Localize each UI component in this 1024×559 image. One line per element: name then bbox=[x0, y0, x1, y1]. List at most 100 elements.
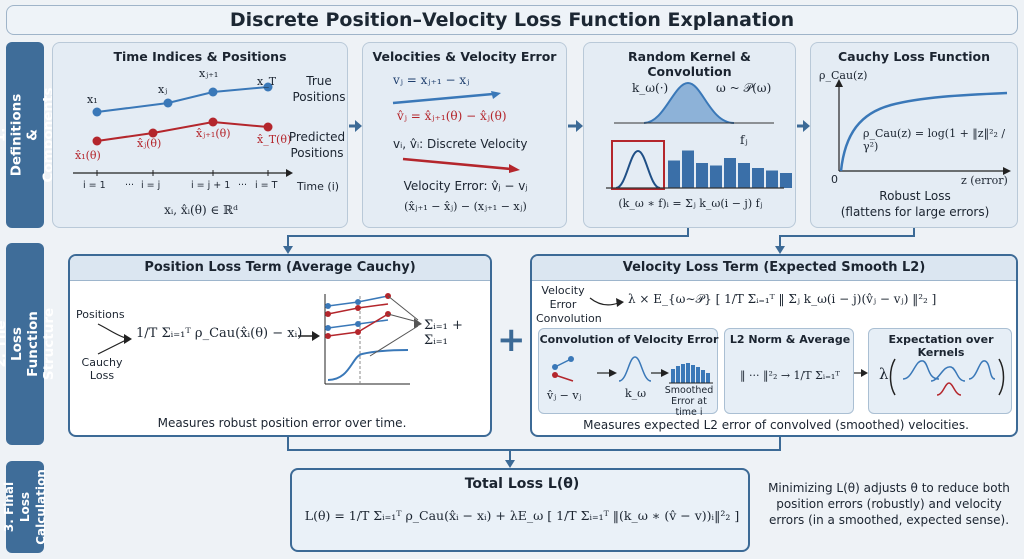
legend-predicted: Predicted Positions bbox=[288, 130, 346, 160]
velocity-error-arrow-icon bbox=[402, 157, 520, 173]
signal-bar bbox=[696, 163, 708, 188]
sum-symbols: Σᵢ₌₁ + Σᵢ₌₁ bbox=[424, 318, 463, 348]
cauchy-caption-sub: (flattens for large errors) bbox=[840, 205, 990, 219]
velocity-conv-label: Velocity Error Convolution bbox=[536, 284, 602, 325]
velocity-hat-formula: v̂ⱼ = x̂ⱼ₊₁(θ) − x̂ⱼ(θ) bbox=[397, 109, 507, 123]
label-xhatT: x̂_T(θ) bbox=[257, 133, 292, 146]
cauchy-plot bbox=[835, 79, 1011, 175]
discrete-velocity-label: vᵢ, v̂ᵢ: Discrete Velocity bbox=[393, 137, 528, 151]
pred-point-T bbox=[263, 122, 273, 132]
cauchy-formula: ρ_Cau(z) = log(1 + ‖z‖²₂ / γ²) bbox=[863, 127, 1006, 153]
velocity-arrow-icon bbox=[392, 91, 501, 105]
panel-title: Velocities & Velocity Error bbox=[372, 49, 557, 64]
sub-l2-norm: L2 Norm & Average ‖ ··· ‖²₂ → 1/T Σᵢ₌₁ᵀ bbox=[724, 328, 854, 414]
velocity-loss-term: Velocity Loss Term (Expected Smooth L2) … bbox=[530, 254, 1018, 437]
section-label-definitions: 1. Definitions & Components bbox=[0, 42, 57, 228]
velocity-loss-title: Velocity Loss Term (Expected Smooth L2) bbox=[532, 256, 1016, 281]
arrow-right-icon bbox=[797, 120, 810, 132]
lambda-symbol: λ bbox=[879, 365, 889, 383]
label-xhat1: x̂₁(θ) bbox=[75, 149, 101, 162]
true-point-1 bbox=[92, 107, 102, 117]
origin-label: 0 bbox=[831, 173, 838, 186]
arrow-right-icon bbox=[349, 120, 362, 132]
panel-velocities: Velocities & Velocity Error vⱼ = xⱼ₊₁ − … bbox=[362, 42, 567, 228]
sub-expectation: Expectation over Kernels λ bbox=[868, 328, 1012, 414]
panel-title: Cauchy Loss Function bbox=[838, 49, 990, 64]
signal-bar bbox=[752, 168, 764, 188]
velocity-loss-caption: Measures expected L2 error of convolved … bbox=[583, 418, 969, 432]
panel-title: Time Indices & Positions bbox=[113, 49, 287, 64]
label-xj: xⱼ bbox=[158, 83, 168, 96]
cauchy-y-label: ρ_Cau(z) bbox=[819, 69, 868, 82]
true-point-T bbox=[263, 82, 273, 92]
panel-title: Random Kernel & Convolution bbox=[628, 49, 751, 79]
kernel-ensemble-plot bbox=[889, 358, 1005, 396]
panel-cauchy: Cauchy Loss Function ρ_Cau(z) ρ_Cau(z) =… bbox=[810, 42, 1018, 228]
pred-point-j1 bbox=[208, 117, 218, 127]
position-loss-term: Position Loss Term (Average Cauchy) Posi… bbox=[68, 254, 492, 437]
signal-bar bbox=[766, 170, 778, 188]
kernel-window bbox=[611, 140, 665, 190]
position-loss-caption: Measures robust position error over time… bbox=[157, 416, 407, 430]
kernel-symbol: k_ω bbox=[625, 387, 647, 400]
label-xhatj1: x̂ⱼ₊₁(θ) bbox=[196, 127, 231, 140]
cauchy-x-label: z (error) bbox=[961, 174, 1008, 187]
signal-label: fⱼ bbox=[740, 133, 748, 147]
label-xT: x_T bbox=[257, 75, 277, 88]
total-loss-formula: L(θ) = 1/T Σᵢ₌₁ᵀ ρ_Cau(x̂ᵢ − xᵢ) + λE_ω … bbox=[304, 508, 740, 523]
arrow-right-icon bbox=[589, 297, 624, 307]
velocity-error-expr: (x̂ⱼ₊₁ − x̂ⱼ) − (xⱼ₊₁ − xⱼ) bbox=[404, 200, 527, 213]
l2-formula: ‖ ··· ‖²₂ → 1/T Σᵢ₌₁ᵀ bbox=[740, 369, 840, 382]
minimization-note: Minimizing L(θ) adjusts θ to reduce both… bbox=[768, 481, 1010, 527]
panel-random-kernel: Random Kernel & Convolution k_ω(·) ω ~ 𝒫… bbox=[583, 42, 796, 228]
velocity-error-symbol: v̂ⱼ − vⱼ bbox=[547, 389, 582, 402]
velocity-loss-formula: λ × E_{ω∼𝒫} [ 1/T Σᵢ₌₁ᵀ ‖ Σⱼ k_ω(i − j)(… bbox=[628, 292, 937, 306]
position-loss-title: Position Loss Term (Average Cauchy) bbox=[70, 256, 490, 281]
sub-title: L2 Norm & Average bbox=[729, 333, 851, 346]
position-loss-formula: 1/T Σᵢ₌₁ᵀ ρ_Cau(x̂ᵢ(θ) − xᵢ) bbox=[136, 326, 303, 341]
velocity-error-label: Velocity Error: v̂ⱼ − vⱼ bbox=[403, 179, 528, 193]
position-space-formula: xᵢ, x̂ᵢ(θ) ∈ ℝᵈ bbox=[164, 203, 238, 217]
positions-plot bbox=[73, 82, 293, 177]
plus-icon: + bbox=[497, 320, 526, 360]
kernel-label: k_ω(·) bbox=[632, 81, 669, 95]
omega-label: ω ~ 𝒫(ω) bbox=[716, 81, 772, 95]
total-loss-title: Total Loss L(θ) bbox=[464, 476, 580, 492]
cauchy-caption: Robust Loss bbox=[879, 189, 951, 203]
positions-label: Positions bbox=[76, 308, 125, 321]
position-flow bbox=[97, 293, 422, 385]
arrow-right-icon bbox=[568, 120, 583, 132]
signal-bar bbox=[682, 150, 694, 188]
signal-bar bbox=[780, 173, 792, 188]
smoothed-error-label: Smoothed Error at time i bbox=[664, 385, 714, 418]
signal-bar bbox=[738, 163, 750, 188]
panel-time-indices: Time Indices & Positions x₁ xⱼ xⱼ₊₁ x_T … bbox=[52, 42, 348, 228]
true-point-j bbox=[163, 98, 173, 108]
kernel-plot bbox=[606, 81, 792, 190]
velocity-formula: vⱼ = xⱼ₊₁ − xⱼ bbox=[393, 73, 470, 87]
pred-point-1 bbox=[92, 136, 102, 146]
section-label-final: 3. Final Loss Calculation bbox=[2, 461, 48, 553]
axis-label-time: Time (i) bbox=[297, 180, 340, 193]
section-label-structure: 2. The Loss Function Structure bbox=[0, 243, 57, 445]
pred-point-j bbox=[148, 128, 158, 138]
signal-bar bbox=[668, 160, 680, 188]
sub-convolution-plot bbox=[552, 356, 713, 384]
total-loss-box: Total Loss L(θ) L(θ) = 1/T Σᵢ₌₁ᵀ ρ_Cau(x… bbox=[290, 468, 750, 552]
label-xj1: xⱼ₊₁ bbox=[199, 67, 219, 80]
cauchy-loss-label: Cauchy Loss bbox=[81, 356, 123, 382]
convolution-formula: (k_ω ∗ f)ᵢ = Σⱼ k_ω(i − j) fⱼ bbox=[618, 197, 763, 210]
label-xhatj: x̂ⱼ(θ) bbox=[137, 137, 162, 150]
arrow-right-icon bbox=[854, 369, 868, 377]
legend-true: True Positions bbox=[292, 74, 346, 104]
label-x1: x₁ bbox=[87, 93, 98, 106]
sub-convolution: Convolution of Velocity Error v̂ⱼ − vⱼ k… bbox=[538, 328, 719, 418]
sub-title: Convolution of Velocity Error bbox=[539, 333, 719, 346]
signal-bars bbox=[668, 150, 792, 188]
signal-bar bbox=[724, 158, 736, 188]
signal-bar bbox=[710, 165, 722, 188]
sub-title: Expectation over Kernels bbox=[888, 333, 994, 359]
true-point-j1 bbox=[208, 87, 218, 97]
page-title: Discrete Position–Velocity Loss Function… bbox=[6, 5, 1018, 35]
